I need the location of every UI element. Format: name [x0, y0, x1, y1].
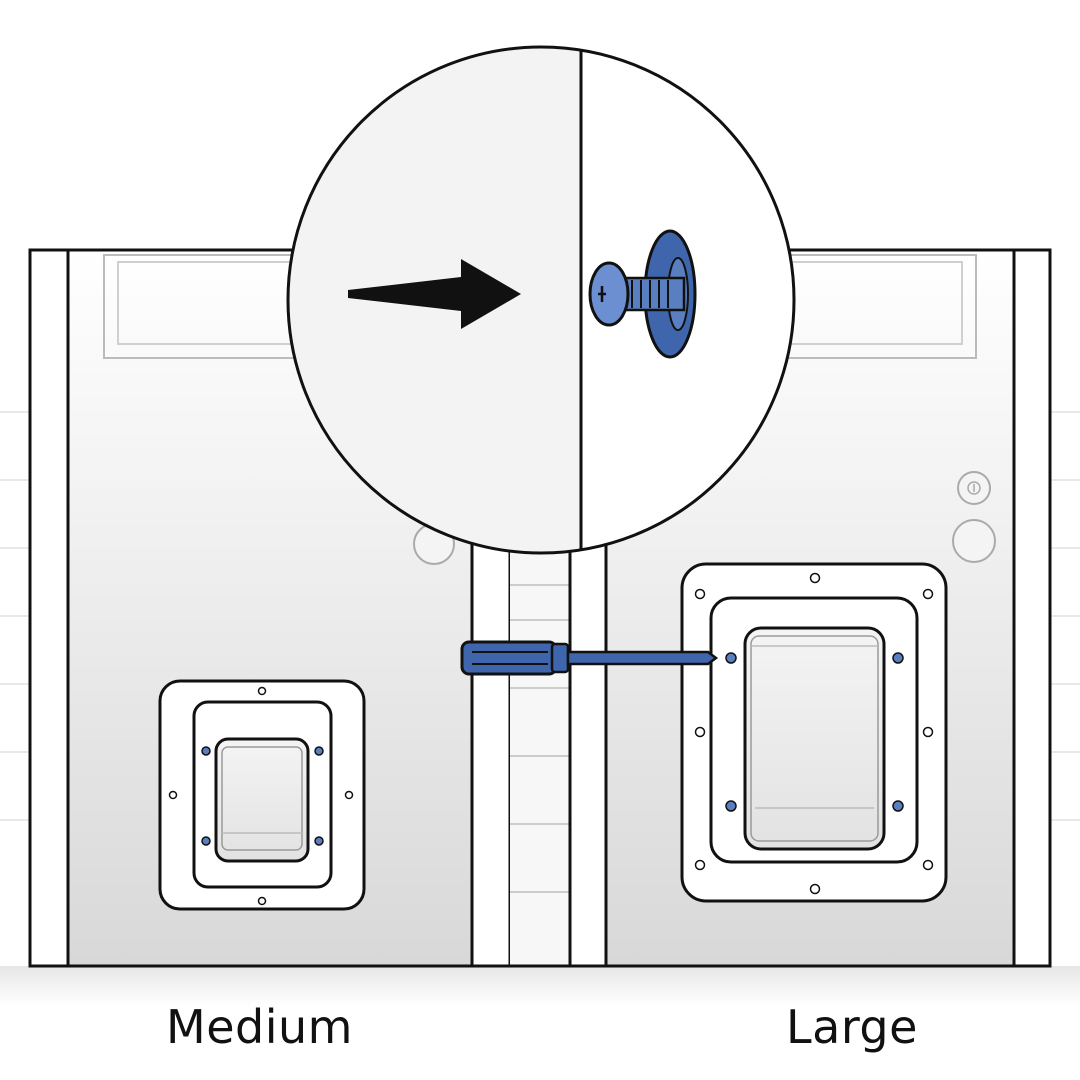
screwdriver-icon: [460, 640, 719, 676]
medium-size-label: Medium: [166, 1000, 353, 1054]
large-pet-flap: [680, 562, 948, 903]
magnified-screw-detail: [286, 45, 796, 555]
floor-shadow: [0, 966, 1080, 1006]
right-door-knob: [952, 519, 996, 563]
right-arrow-icon: [348, 259, 521, 329]
wall-lines: [0, 411, 1080, 821]
large-size-label: Large: [786, 1000, 918, 1054]
medium-pet-flap: [158, 679, 366, 911]
